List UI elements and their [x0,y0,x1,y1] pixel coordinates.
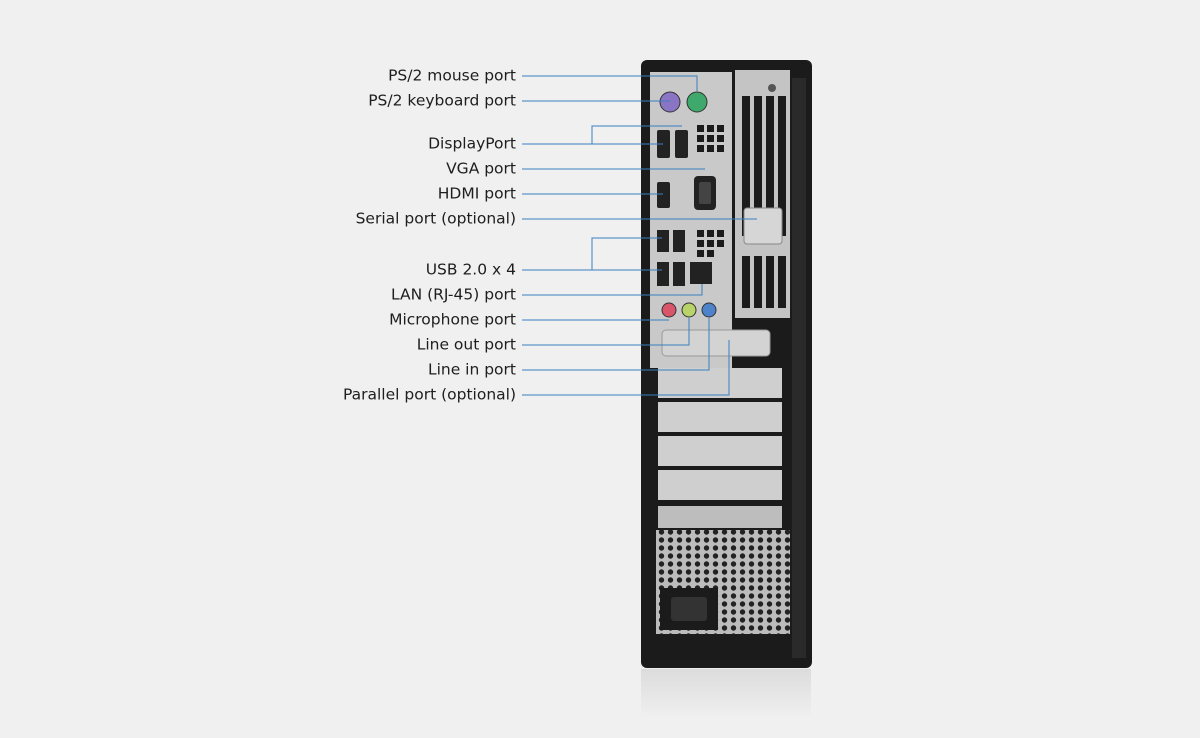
hdmi-port-icon [657,182,670,208]
side-rail [792,78,806,658]
usb-port-icon [657,230,685,286]
serial-knockout [743,207,783,245]
label-usb: USB 2.0 x 4 [425,260,516,279]
line-out-port-icon [681,302,697,318]
ps2-mouse-port-icon [686,91,708,113]
screw-icon [768,84,776,92]
lan-port-icon [690,262,712,284]
ps2-keyboard-port-icon [659,91,681,113]
label-lan: LAN (RJ-45) port [390,285,516,304]
label-microphone: Microphone port [389,310,516,329]
vent-slots [742,96,786,308]
label-line-out: Line out port [416,335,516,354]
label-line-in: Line in port [427,360,516,379]
label-displayport: DisplayPort [428,134,516,153]
label-serial: Serial port (optional) [355,209,516,228]
label-ps2-mouse: PS/2 mouse port [388,66,516,85]
displayport-icon [675,130,688,158]
io-vent-holes [697,125,724,257]
io-panel [650,72,732,368]
displayport-icon [657,130,670,158]
leader-lines [522,75,757,396]
line-in-port-icon [701,302,717,318]
microphone-port-icon [661,302,677,318]
label-ps2-keyboard: PS/2 keyboard port [368,91,516,110]
chassis-reflection [641,669,811,719]
label-hdmi: HDMI port [437,184,516,203]
label-parallel: Parallel port (optional) [342,385,516,404]
expansion-slots [658,368,782,528]
label-vga: VGA port [446,159,516,178]
parallel-knockout [661,329,771,357]
